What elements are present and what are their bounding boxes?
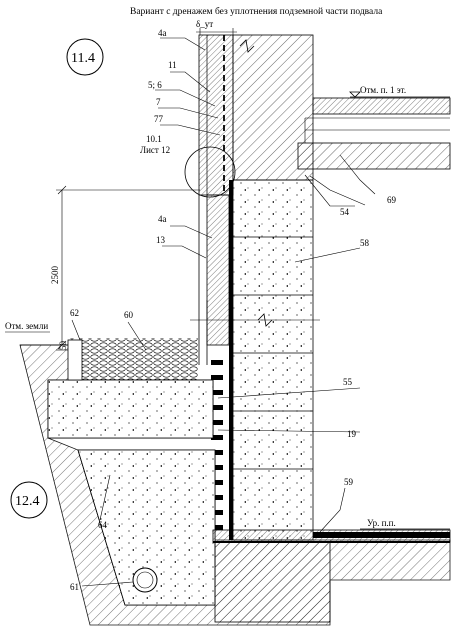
svg-text:12.4: 12.4 xyxy=(15,494,40,509)
callout-77: 77 xyxy=(154,114,164,124)
callout-60: 60 xyxy=(124,310,134,320)
level-basement-floor: Ур. п.п. xyxy=(367,518,396,528)
dim-height-2500: 2500 xyxy=(50,266,60,285)
curb-stone xyxy=(67,339,83,381)
callout-13: 13 xyxy=(156,235,166,245)
level-ground: Отм. земли xyxy=(5,321,48,331)
callout-69: 69 xyxy=(387,195,397,205)
callout-61: 61 xyxy=(70,582,79,592)
callout-7: 7 xyxy=(156,97,161,107)
callout-62: 62 xyxy=(70,308,79,318)
dim-insulation-thickness: δ_ут xyxy=(196,19,213,29)
callout-58: 58 xyxy=(360,238,370,248)
insulation-lower xyxy=(206,194,230,346)
gravel-backfill xyxy=(70,338,198,380)
drain-pipe xyxy=(132,567,158,593)
callout-59: 59 xyxy=(344,477,354,487)
dim-offset-50: 50 xyxy=(58,341,68,351)
callout-11: 11 xyxy=(168,60,177,70)
detail-marker-bottom: 12.4 xyxy=(10,481,48,519)
callout-64: 64 xyxy=(98,520,108,530)
drawing-title: Вариант с дренажем без уплотнения подзем… xyxy=(130,6,383,17)
callout-ref-sheet: Лист 12 xyxy=(140,145,170,155)
callout-19: 19 xyxy=(347,429,357,439)
detail-callout-circle xyxy=(184,146,236,198)
insulation-upper xyxy=(198,34,234,196)
svg-text:11.4: 11.4 xyxy=(71,51,95,66)
callout-55: 55 xyxy=(343,377,353,387)
callout-4a-top: 4а xyxy=(158,28,167,38)
floor-slab xyxy=(297,142,451,170)
basement-block-wall xyxy=(232,179,314,541)
callout-4a-mid: 4а xyxy=(158,214,167,224)
callout-54: 54 xyxy=(340,207,350,217)
floor-1-finish xyxy=(312,97,451,115)
callout-5-6: 5; 6 xyxy=(148,80,162,90)
callout-ref-10-1: 10.1 xyxy=(146,134,162,144)
foundation xyxy=(214,541,331,623)
level-floor-1: Отм. п. 1 эт. xyxy=(360,85,406,95)
detail-marker-top: 11.4 xyxy=(66,38,104,76)
